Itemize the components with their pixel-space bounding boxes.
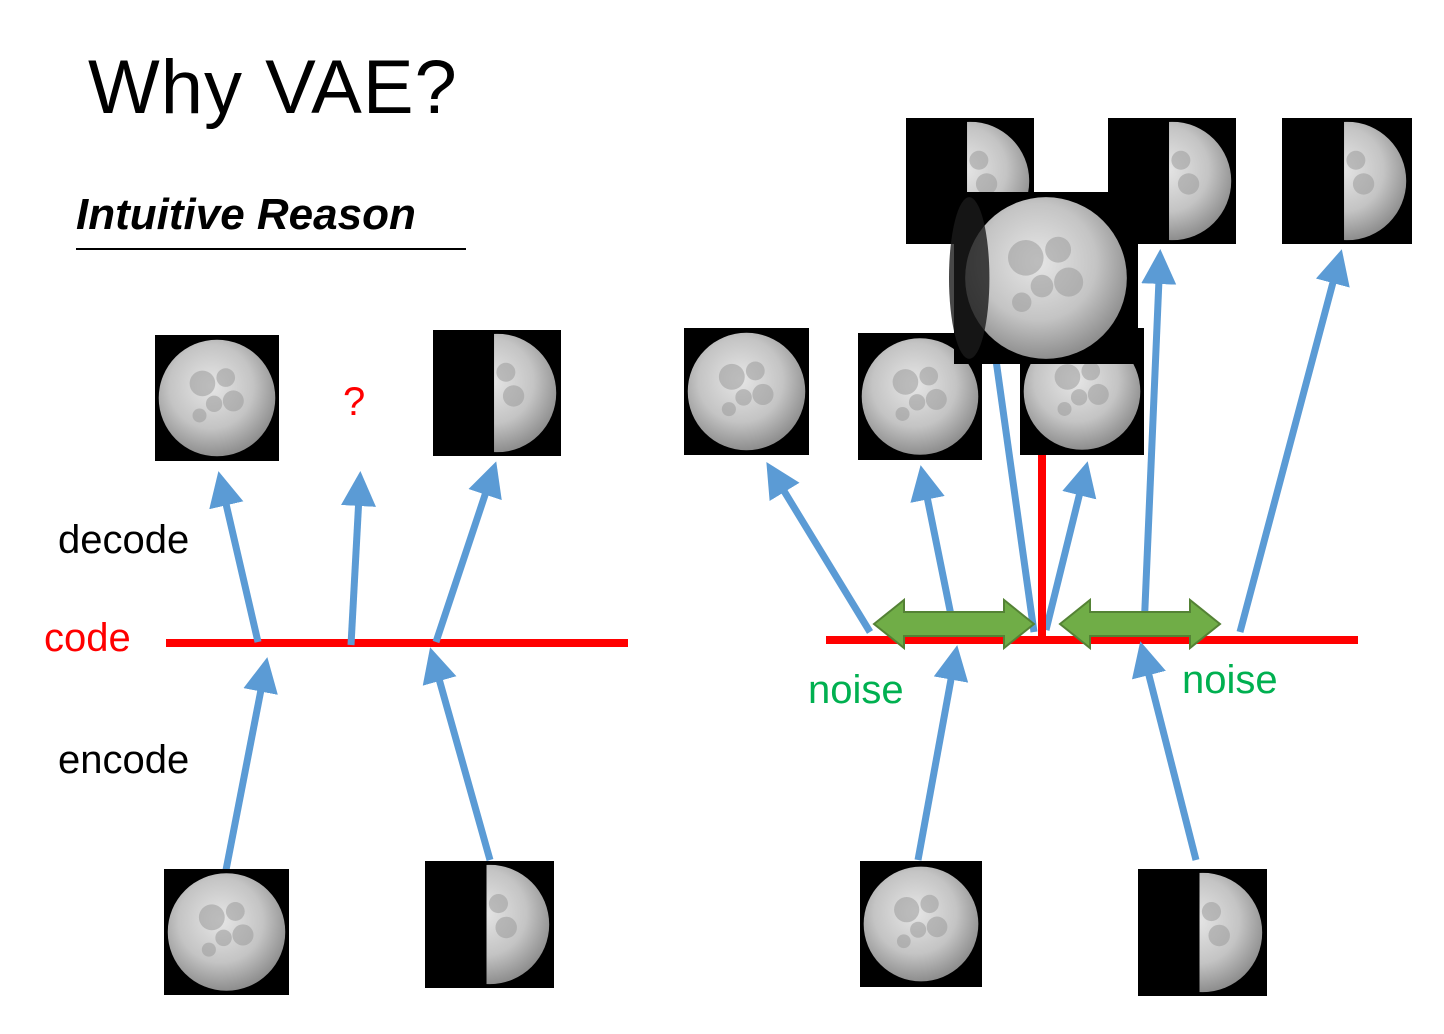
decode-arrow-r4 xyxy=(1042,461,1097,631)
noise-label-right: noise xyxy=(1182,658,1278,702)
noise-label-left: noise xyxy=(808,668,904,712)
moon-tile-left-input-half xyxy=(425,861,554,988)
noise-arrow-right xyxy=(1058,597,1222,651)
encode-arrow-half xyxy=(422,647,494,861)
encode-arrow-half-right xyxy=(1131,641,1200,861)
moon-tile-mixed-large xyxy=(948,192,1138,364)
moon-tile-right-decoded-1 xyxy=(684,328,809,455)
decode-arrow-full xyxy=(209,471,262,643)
decode-arrow-r2 xyxy=(910,465,958,631)
decode-label: decode xyxy=(58,518,190,562)
decode-arrow-r3 xyxy=(992,359,1038,633)
decode-arrow-middle xyxy=(341,471,376,646)
moon-tile-top-3 xyxy=(1282,118,1412,244)
question-mark-label: ? xyxy=(343,380,366,424)
code-label: code xyxy=(44,616,131,660)
moon-tile-left-decoded-half xyxy=(433,330,561,456)
decode-arrow-r1 xyxy=(766,462,873,634)
moon-tile-left-decoded-full xyxy=(155,335,279,461)
decode-arrow-r6 xyxy=(1236,249,1350,633)
moon-tile-right-input-half xyxy=(1138,869,1267,996)
decode-arrow-r5 xyxy=(1140,249,1177,631)
slide-subtitle: Intuitive Reason xyxy=(76,190,416,239)
moon-tile-left-input-full xyxy=(164,869,289,995)
encode-label: encode xyxy=(58,738,190,782)
slide-title: Why VAE? xyxy=(88,45,458,130)
encode-arrow-full xyxy=(222,657,278,871)
moon-tile-right-decoded-2 xyxy=(858,333,982,460)
decode-arrow-half xyxy=(432,461,502,644)
encode-arrow-full-right xyxy=(914,645,969,861)
noise-arrow-left xyxy=(872,597,1036,651)
subtitle-underline xyxy=(76,248,466,250)
moon-tile-right-input-full xyxy=(860,861,982,987)
